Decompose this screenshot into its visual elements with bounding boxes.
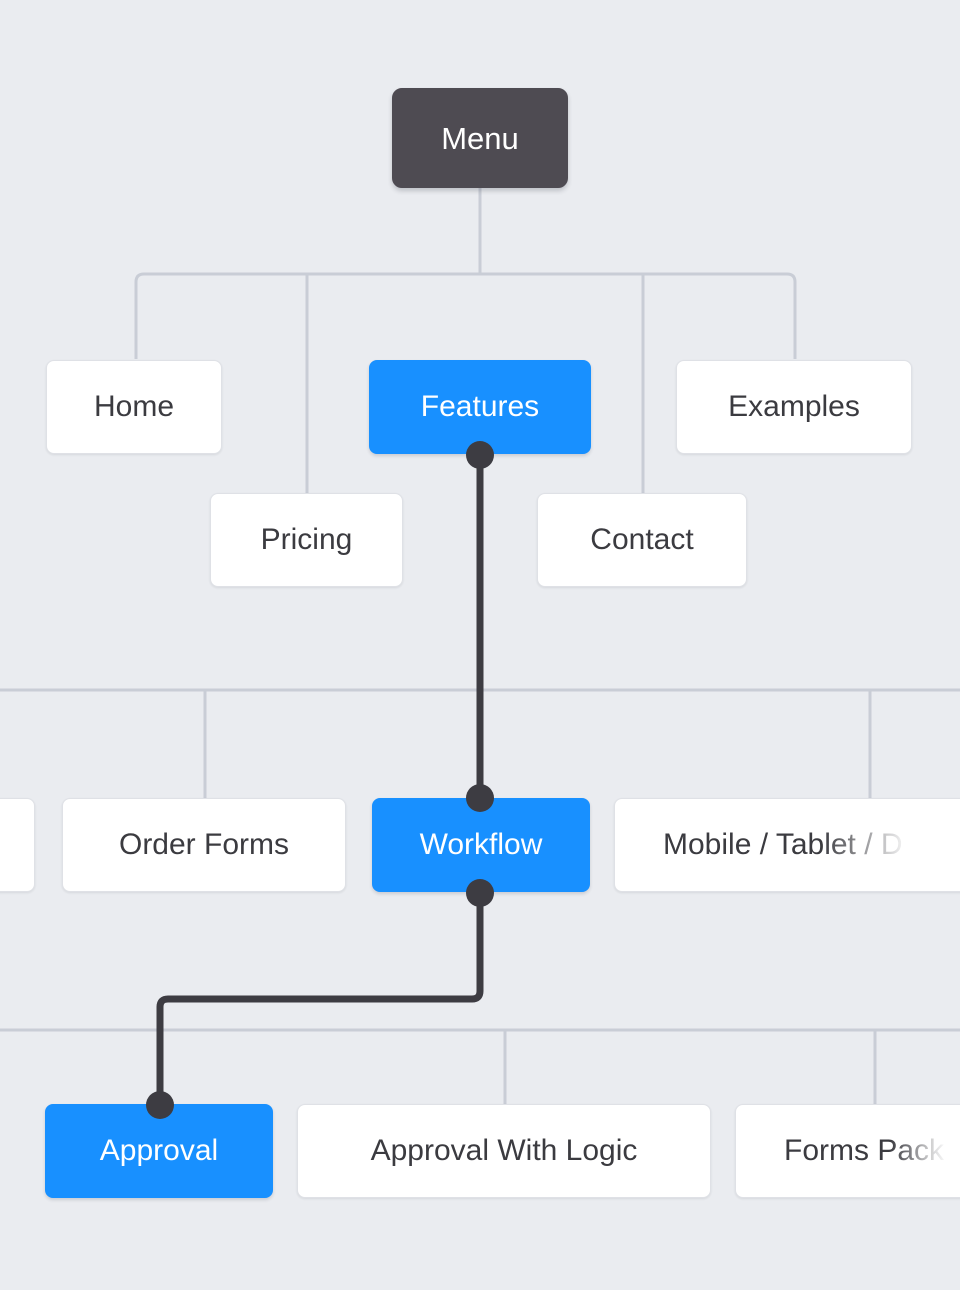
connector-dot-workflow-bottom[interactable] [466, 879, 494, 907]
connector-dot-features-bottom[interactable] [466, 441, 494, 469]
node-label: Forms Pack [784, 1134, 945, 1167]
node-label: Mobile / Tablet / D [663, 828, 903, 861]
node-forms-pack[interactable]: Forms Pack [735, 1104, 960, 1198]
node-label: Approval [99, 1134, 219, 1167]
node-features[interactable]: Features [369, 360, 591, 454]
node-label: Approval With Logic [370, 1134, 638, 1167]
node-order-forms[interactable]: Order Forms [62, 798, 346, 892]
node-workflow[interactable]: Workflow [372, 798, 590, 892]
node-approval[interactable]: Approval [45, 1104, 273, 1198]
node-label: Order Forms [118, 828, 289, 861]
node-label: Workflow [419, 828, 543, 861]
node-label: Menu [441, 120, 519, 156]
node-home[interactable]: Home [46, 360, 222, 454]
connector-dot-approval-top[interactable] [146, 1091, 174, 1119]
node-label: Contact [590, 523, 694, 556]
connector-dot-workflow-top[interactable] [466, 784, 494, 812]
node-mobile-tablet-desktop[interactable]: Mobile / Tablet / D [614, 798, 960, 892]
node-label: Examples [728, 390, 860, 423]
node-examples[interactable]: Examples [676, 360, 912, 454]
node-label: Features [420, 390, 540, 423]
node-menu[interactable]: Menu [392, 88, 568, 188]
node-label: Pricing [260, 523, 353, 556]
node-pricing[interactable]: Pricing [210, 493, 403, 587]
node-approval-with-logic[interactable]: Approval With Logic [297, 1104, 711, 1198]
node-label: Home [93, 390, 175, 423]
node-clipped-left[interactable] [0, 798, 35, 892]
node-contact[interactable]: Contact [537, 493, 747, 587]
